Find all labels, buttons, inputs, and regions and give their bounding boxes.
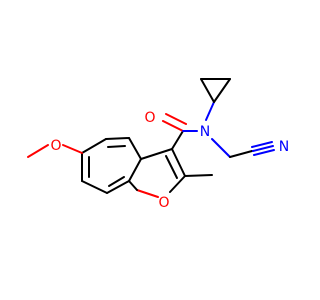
atom-nitrile-nitrogen: N	[279, 139, 289, 155]
bond-methoxy-2	[27, 144, 49, 158]
bond-furan-4	[136, 189, 159, 198]
bond-benzene-1	[128, 137, 142, 160]
bond-nitrile-3	[253, 149, 275, 156]
bond-nitrile-2	[252, 145, 274, 152]
bond-benzene-inner-3	[108, 176, 125, 187]
atom-carbonyl-oxygen: O	[144, 110, 155, 126]
bond-benzene-6	[81, 138, 107, 154]
bond-benzene-4	[81, 180, 108, 194]
bond-methoxy-1	[62, 144, 83, 154]
bond-carbonyl-o-2	[165, 113, 187, 125]
bond-methyl	[184, 174, 213, 177]
atom-methoxy-oxygen: O	[50, 138, 61, 154]
bond-cyclopropyl-1	[200, 78, 215, 103]
bond-n-ch2	[211, 138, 231, 158]
bond-c3-carbonyl	[171, 130, 184, 150]
bond-benzene-2	[128, 158, 142, 182]
structure-canvas: O N N O O	[27, 78, 289, 211]
bond-furan-2	[171, 148, 186, 177]
bond-furan-inner	[165, 155, 178, 179]
bond-furan-5	[128, 180, 138, 191]
bond-ch2-c	[229, 150, 253, 158]
bond-benzene-3	[106, 180, 130, 194]
molecule-diagram: O N N O O	[27, 78, 289, 211]
atom-amide-nitrogen: N	[200, 124, 210, 140]
bond-cyclopropyl-3	[213, 78, 231, 103]
bond-furan-3	[169, 175, 186, 193]
bond-n-cyclopropyl	[205, 101, 215, 121]
bond-benzene-7	[105, 137, 130, 140]
atom-furan-oxygen: O	[158, 195, 169, 211]
bond-benzene-inner-1	[107, 145, 126, 148]
bond-nitrile-1	[251, 141, 273, 148]
bond-carbonyl-o-1	[162, 120, 184, 132]
bond-furan-1	[140, 148, 173, 160]
